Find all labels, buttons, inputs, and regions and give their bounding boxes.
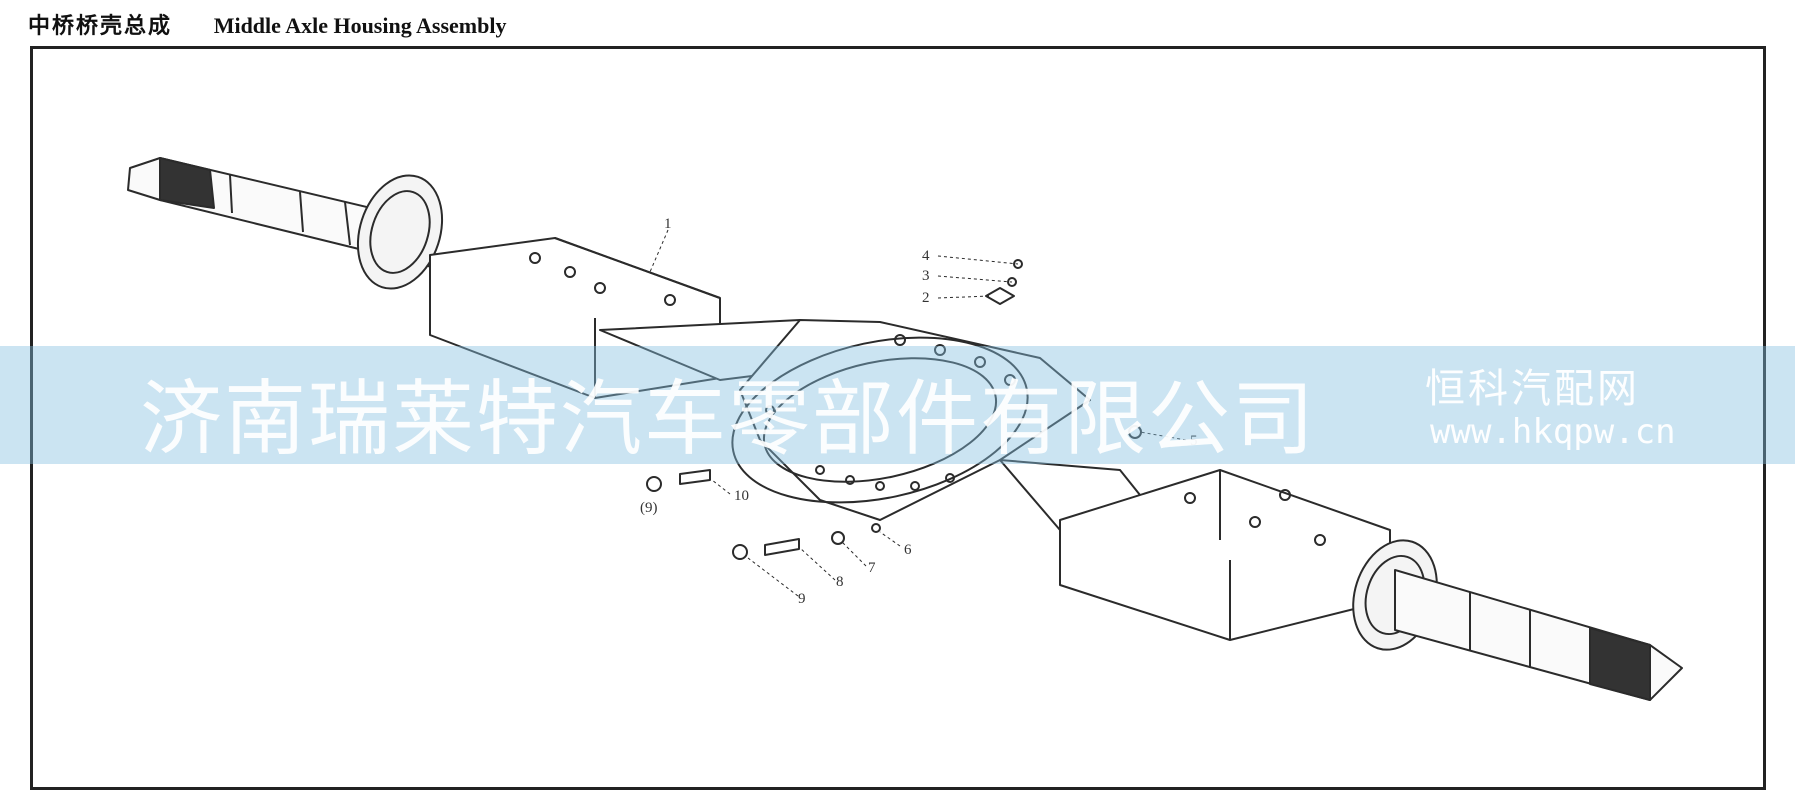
hardware-parts xyxy=(646,259,1142,560)
watermark-company: 济南瑞莱特汽车零部件有限公司 xyxy=(140,372,1317,467)
callout-6: 6 xyxy=(904,542,912,558)
callout-7: 7 xyxy=(868,560,876,576)
right-spindle xyxy=(1394,569,1683,701)
callout-3: 3 xyxy=(922,268,930,284)
left-flange xyxy=(356,174,444,290)
callout-9: 9 xyxy=(798,591,806,607)
watermark-brand: 恒科汽配网 xyxy=(1425,366,1640,412)
callout-4: 4 xyxy=(922,248,930,264)
callout-10: 10 xyxy=(734,488,749,504)
title-chinese: 中桥桥壳总成 xyxy=(28,14,173,39)
callout-2: 2 xyxy=(922,290,930,306)
title-english: Middle Axle Housing Assembly xyxy=(213,13,507,38)
callout-8: 8 xyxy=(836,574,844,590)
callout-5: 5 xyxy=(1190,433,1198,449)
watermark-band xyxy=(0,346,1795,464)
watermark-url: www.hkqpw.cn xyxy=(1430,412,1676,452)
callout-1: 1 xyxy=(664,216,672,232)
callout-9-ref: (9) xyxy=(640,500,658,516)
drawing-frame xyxy=(30,46,1766,790)
leader-lines xyxy=(649,229,1187,597)
differential-housing xyxy=(731,319,1091,521)
page-title: 中桥桥壳总成 Middle Axle Housing Assembly xyxy=(28,8,506,40)
